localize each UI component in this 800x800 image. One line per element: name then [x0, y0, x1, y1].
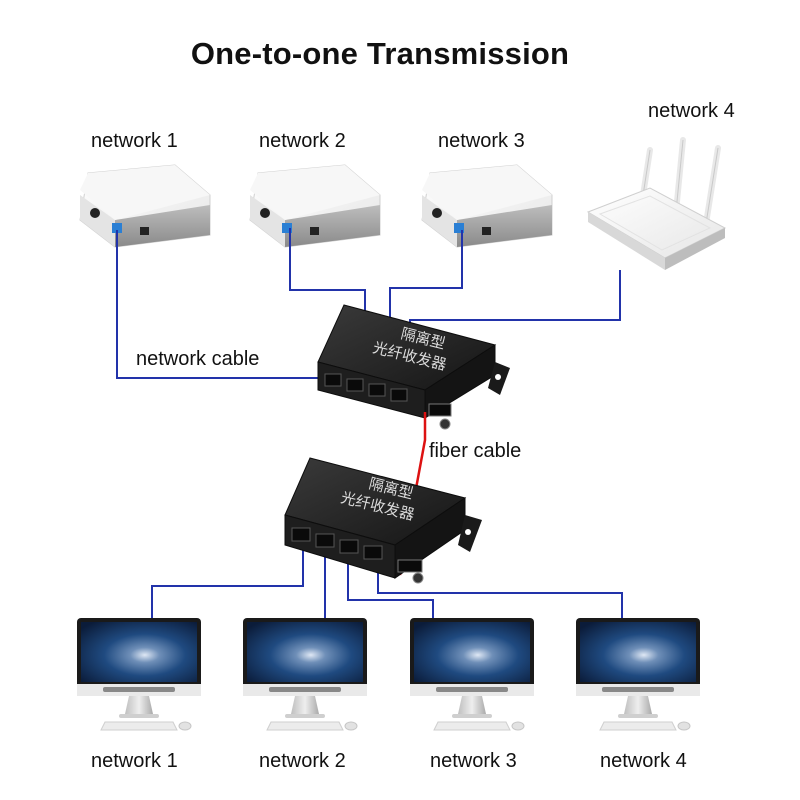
label-bottom-network-1: network 1: [91, 750, 178, 772]
cable-top-network-1: [116, 230, 330, 379]
network-cables: [116, 228, 623, 630]
label-fiber-cable: fiber cable: [429, 440, 522, 462]
fiber-port: [428, 403, 452, 417]
modem-network-1: [79, 164, 211, 248]
fiber-transceiver-top: 隔离型 光纤收发器: [317, 304, 510, 430]
rj45-port: [390, 388, 408, 402]
label-bottom-network-4: network 4: [600, 750, 687, 772]
rj45-port: [346, 378, 364, 392]
rj45-port: [363, 545, 383, 560]
cable-bottom-network-1: [151, 550, 304, 630]
fiber-port: [397, 559, 423, 573]
label-top-network-1: network 1: [91, 130, 178, 152]
label-bottom-network-3: network 3: [430, 750, 517, 772]
label-top-network-3: network 3: [438, 130, 525, 152]
label-top-network-4: network 4: [648, 100, 735, 122]
wireless-router-network-4: [586, 137, 727, 270]
computer-network-4: [576, 618, 700, 731]
modem-network-2: [249, 164, 381, 248]
modem-network-3: [421, 164, 553, 248]
rj45-port: [324, 373, 342, 387]
rj45-port: [339, 539, 359, 554]
label-top-network-2: network 2: [259, 130, 346, 152]
computer-network-1: [77, 618, 201, 731]
diagram-title: One-to-one Transmission: [190, 36, 570, 71]
label-network-cable: network cable: [136, 348, 260, 370]
cable-bottom-network-4: [377, 568, 623, 630]
computer-network-2: [243, 618, 367, 731]
fiber-transceiver-bottom: 隔离型 光纤收发器: [284, 457, 482, 584]
rj45-port: [291, 527, 311, 542]
label-bottom-network-2: network 2: [259, 750, 346, 772]
rj45-port: [315, 533, 335, 548]
computer-network-3: [410, 618, 534, 731]
cable-bottom-network-3: [347, 550, 434, 630]
rj45-port: [368, 383, 386, 397]
